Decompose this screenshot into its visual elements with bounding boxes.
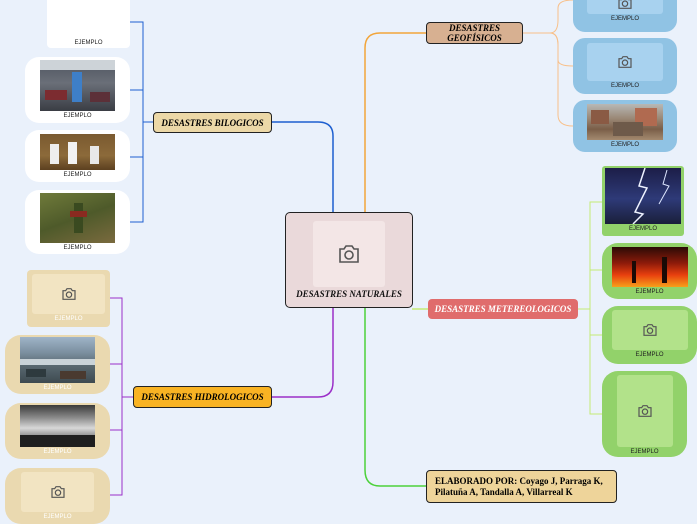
example-card-metereologicos-2[interactable]: EJEMPLO [602,243,697,299]
camera-icon [637,405,652,417]
example-card-geofisicos-1[interactable]: EJEMPLO [573,0,677,32]
example-card-hidrologicos-4[interactable]: EJEMPLO [5,468,110,524]
example-caption: EJEMPLO [54,316,83,322]
image-placeholder [616,375,673,447]
hazmat-workers-image [40,134,115,170]
example-card-biologicos-4[interactable]: EJEMPLO [25,190,130,254]
image-placeholder [587,0,663,14]
example-card-geofisicos-3[interactable]: EJEMPLO [573,100,677,152]
central-image-placeholder [313,221,385,287]
image-placeholder [32,274,105,314]
example-caption: EJEMPLO [74,40,103,46]
central-title: DESASTRES NATURALES [296,289,402,299]
example-card-geofisicos-2[interactable]: EJEMPLO [573,38,677,94]
lightning-storm-image [605,168,681,224]
image-placeholder [587,43,663,81]
hospital-ward-image [40,60,115,111]
wildfire-image [611,247,688,287]
example-card-hidrologicos-2[interactable]: EJEMPLO [5,335,110,394]
example-card-hidrologicos-3[interactable]: EJEMPLO [5,403,110,459]
example-card-hidrologicos-1[interactable]: EJEMPLO [27,270,110,327]
camera-icon [618,0,632,9]
camera-icon [618,56,632,68]
camera-icon [642,324,657,336]
example-caption: EJEMPLO [628,226,657,232]
tsunami-wave-image [20,405,95,447]
example-caption: EJEMPLO [610,16,639,22]
central-node[interactable]: DESASTRES NATURALES [285,212,413,308]
example-card-metereologicos-1[interactable]: EJEMPLO [602,166,684,236]
camera-icon [50,486,65,498]
example-card-biologicos-1[interactable]: EJEMPLO [47,0,130,48]
example-caption: EJEMPLO [630,449,659,455]
example-caption: EJEMPLO [63,245,92,251]
field-worker-image [40,193,115,243]
camera-icon [61,288,76,300]
image-placeholder [21,472,94,512]
example-caption: EJEMPLO [63,172,92,178]
branch-geofisicos[interactable]: DESASTRES GEOFÍSICOS [426,22,523,44]
example-caption: EJEMPLO [635,289,664,295]
example-caption: EJEMPLO [43,385,72,391]
flood-debris-image [20,337,95,383]
example-caption: EJEMPLO [43,449,72,455]
earthquake-rubble-image [587,104,663,140]
example-card-biologicos-3[interactable]: EJEMPLO [25,130,130,182]
example-card-metereologicos-4[interactable]: EJEMPLO [602,371,687,457]
example-caption: EJEMPLO [610,83,639,89]
example-card-metereologicos-3[interactable]: EJEMPLO [602,306,697,364]
example-caption: EJEMPLO [43,514,72,520]
image-placeholder [611,310,688,350]
camera-icon [339,245,359,263]
example-caption: EJEMPLO [63,113,92,119]
branch-elaborado[interactable]: ELABORADO POR: Coyago J, Parraga K, Pila… [426,470,617,503]
branch-metereologicos[interactable]: DESASTRES METEREOLOGICOS [428,299,578,319]
example-caption: EJEMPLO [610,142,639,148]
branch-biologicos[interactable]: DESASTRES BILOGICOS [153,112,272,133]
branch-hidrologicos[interactable]: DESASTRES HIDROLOGICOS [133,386,272,408]
example-caption: EJEMPLO [635,352,664,358]
example-card-biologicos-2[interactable]: EJEMPLO [25,57,130,123]
